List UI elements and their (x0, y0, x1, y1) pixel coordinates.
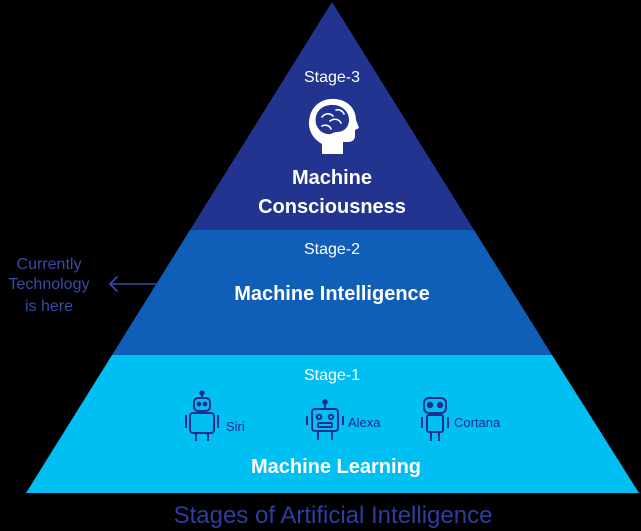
annotation-line-2: Technology (9, 276, 90, 293)
assistant-label-cortana: Cortana (454, 415, 501, 430)
arrow-left-icon (108, 276, 157, 292)
stage-3-title-line1: Machine (292, 167, 372, 189)
robot-cortana-icon (421, 397, 449, 441)
stage-3-title-line2: Consciousness (258, 196, 406, 218)
stage-1-title: Machine Learning (251, 456, 421, 478)
diagram-caption: Stages of Artificial Intelligence (174, 502, 493, 529)
stage-3-label: Stage-3 (304, 69, 360, 86)
stage-1-label: Stage-1 (304, 367, 360, 384)
robot-alexa-icon (306, 399, 344, 440)
stage-2-label: Stage-2 (304, 241, 360, 258)
assistant-label-alexa: Alexa (348, 415, 381, 430)
tier-stage-2 (112, 230, 552, 355)
annotation-line-1: Currently (17, 256, 82, 273)
robot-siri-icon (185, 390, 219, 441)
human-head-brain-icon (308, 98, 359, 154)
annotation-line-3: is here (25, 298, 73, 315)
stage-2-title: Machine Intelligence (234, 283, 430, 305)
assistant-label-siri: Siri (226, 419, 245, 434)
